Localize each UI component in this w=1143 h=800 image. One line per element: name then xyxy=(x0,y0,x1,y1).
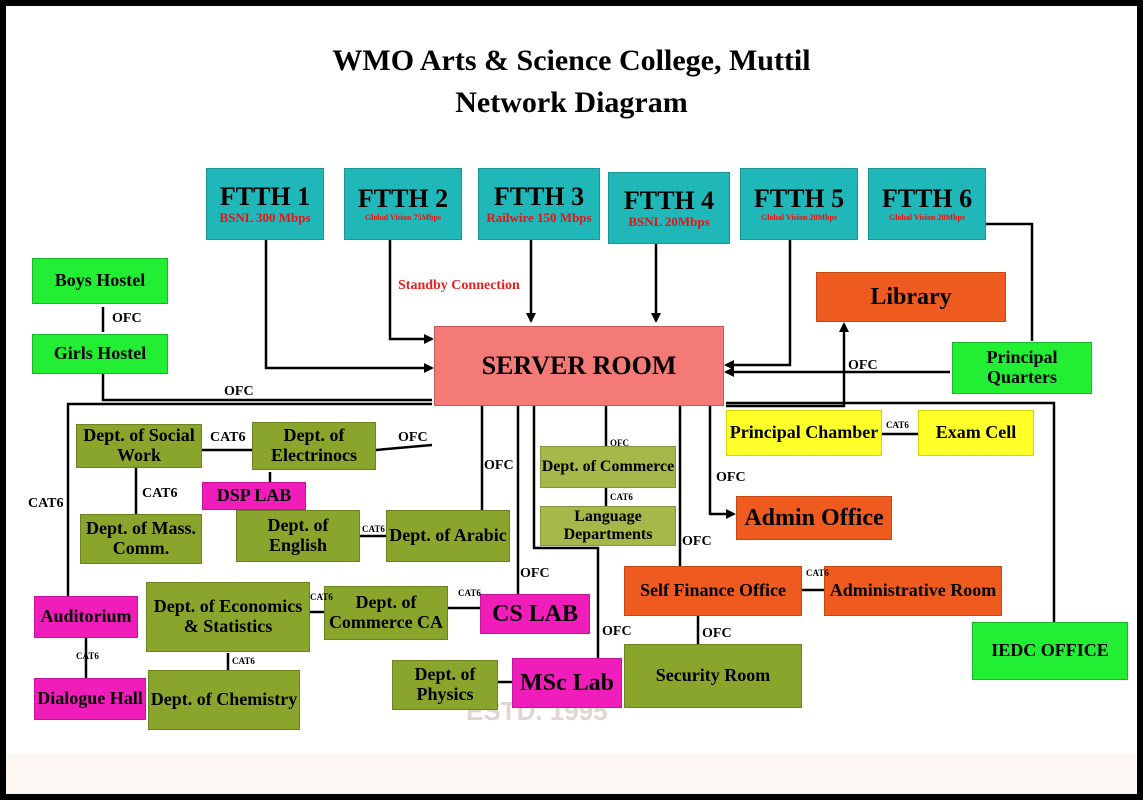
ftth-4-box: FTTH 4 BSNL 20Mbps xyxy=(608,172,730,244)
cat6-label-auditorium-trunk: CAT6 xyxy=(28,496,64,511)
ofc-label-electronics: OFC xyxy=(398,430,428,445)
ofc-label-selffinance: OFC xyxy=(682,534,712,549)
administrative-room: Administrative Room xyxy=(824,566,1002,616)
diagram-title: WMO Arts & Science College, Muttil xyxy=(332,44,811,77)
link-server-electronics xyxy=(375,443,433,452)
ftth-5-name: FTTH 5 xyxy=(753,184,845,214)
dept-commerce-ca: Dept. of Commerce CA xyxy=(324,586,448,640)
dialogue-hall: Dialogue Hall xyxy=(34,678,146,720)
diagram-canvas: ESTD. 1995 WMO Arts & Science College, M… xyxy=(6,6,1137,794)
ftth-4-name: FTTH 4 xyxy=(623,185,715,215)
ofc-label-girls-server: OFC xyxy=(224,384,254,399)
exam-cell: Exam Cell xyxy=(918,410,1034,456)
ftth-1-box: FTTH 1 BSNL 300 Mbps xyxy=(206,168,324,240)
cs-lab: CS LAB xyxy=(480,594,590,634)
dept-mass-comm: Dept. of Mass. Comm. xyxy=(80,514,202,564)
dept-social-work: Dept. of Social Work xyxy=(76,424,202,468)
girls-hostel: Girls Hostel xyxy=(32,334,168,374)
admin-office: Admin Office xyxy=(736,496,892,540)
dept-physics: Dept. of Physics xyxy=(392,660,498,710)
ftth-1-provider: BSNL 300 Mbps xyxy=(219,210,311,226)
cat6-label-auditorium-dialogue: CAT6 xyxy=(76,651,99,661)
ftth-4-provider: BSNL 20Mbps xyxy=(628,214,710,230)
cat6-label-selffinance-admroom: CAT6 xyxy=(806,568,829,578)
dsp-lab: DSP LAB xyxy=(202,482,306,510)
standby-connection-label: Standby Connection xyxy=(398,278,520,293)
link-server-admin xyxy=(708,406,736,519)
ftth-6-name: FTTH 6 xyxy=(881,184,973,214)
link-ftth6-pq xyxy=(986,222,1034,341)
ofc-label-arabic: OFC xyxy=(484,458,514,473)
ftth-5-box: FTTH 5 Global Vision 20Mbps xyxy=(740,168,858,240)
link-girls-server xyxy=(101,372,432,402)
ftth-3-provider: Railwire 150 Mbps xyxy=(486,210,592,226)
dept-electronics: Dept. of Electrinocs xyxy=(252,422,376,470)
principal-chamber: Principal Chamber xyxy=(726,410,882,456)
link-ftth2-server xyxy=(388,238,434,344)
ftth-2-box: FTTH 2 Global Vision 75Mbps xyxy=(344,168,462,240)
link-ftth5-server xyxy=(724,238,792,370)
footer-band xyxy=(6,754,1137,794)
dept-economics: Dept. of Economics & Statistics xyxy=(146,582,310,652)
ftth-2-name: FTTH 2 xyxy=(357,184,449,214)
auditorium: Auditorium xyxy=(34,596,138,638)
iedc-office: IEDC OFFICE xyxy=(972,622,1128,680)
self-finance-office: Self Finance Office xyxy=(624,566,802,616)
link-server-library xyxy=(726,322,849,408)
dept-chemistry: Dept. of Chemistry xyxy=(148,670,300,730)
library: Library xyxy=(816,272,1006,322)
msc-lab: MSc Lab xyxy=(512,658,622,708)
language-departments: Language Departments xyxy=(540,506,676,546)
security-room: Security Room xyxy=(624,644,802,708)
server-room: SERVER ROOM xyxy=(434,326,724,406)
principal-quarters: Principal Quarters xyxy=(952,342,1092,394)
ftth-2-provider: Global Vision 75Mbps xyxy=(364,212,442,222)
dept-commerce: Dept. of Commerce xyxy=(540,446,676,488)
cat6-label-english-arabic: CAT6 xyxy=(362,524,385,534)
ftth-3-box: FTTH 3 Railwire 150 Mbps xyxy=(478,168,600,240)
cat6-label-principal-exam: CAT6 xyxy=(886,420,909,430)
ftth-6-box: FTTH 6 Global Vision 20Mbps xyxy=(868,168,986,240)
link-ftth1-server xyxy=(264,238,434,373)
boys-hostel: Boys Hostel xyxy=(32,258,168,304)
cat6-label-economics-chemistry: CAT6 xyxy=(232,656,255,666)
ofc-label-admin: OFC xyxy=(716,470,746,485)
dept-arabic: Dept. of Arabic xyxy=(386,510,510,562)
ofc-label-commerce: OFC xyxy=(610,438,629,448)
ftth-5-provider: Global Vision 20Mbps xyxy=(760,212,838,222)
cat6-label-social-electronics: CAT6 xyxy=(210,430,246,445)
ofc-label-cslab: OFC xyxy=(520,566,550,581)
ftth-3-name: FTTH 3 xyxy=(493,181,585,211)
ofc-label-security: OFC xyxy=(702,626,732,641)
link-server-auditorium xyxy=(66,402,432,596)
link-server-iedc xyxy=(726,401,1056,622)
ftth-1-name: FTTH 1 xyxy=(219,181,311,211)
ofc-label-hostels: OFC xyxy=(112,311,142,326)
ofc-label-msclab: OFC xyxy=(602,624,632,639)
cat6-label-economics-commerceca: CAT6 xyxy=(310,592,333,602)
dept-english: Dept. of English xyxy=(236,510,360,562)
cat6-label-commerceca-cslab: CAT6 xyxy=(458,588,481,598)
cat6-label-social-masscomm: CAT6 xyxy=(142,486,178,501)
diagram-subtitle: Network Diagram xyxy=(455,86,688,119)
cat6-label-commerce-language: CAT6 xyxy=(610,492,633,502)
ftth-6-provider: Global Vision 20Mbps xyxy=(888,212,966,222)
ofc-label-library: OFC xyxy=(848,358,878,373)
